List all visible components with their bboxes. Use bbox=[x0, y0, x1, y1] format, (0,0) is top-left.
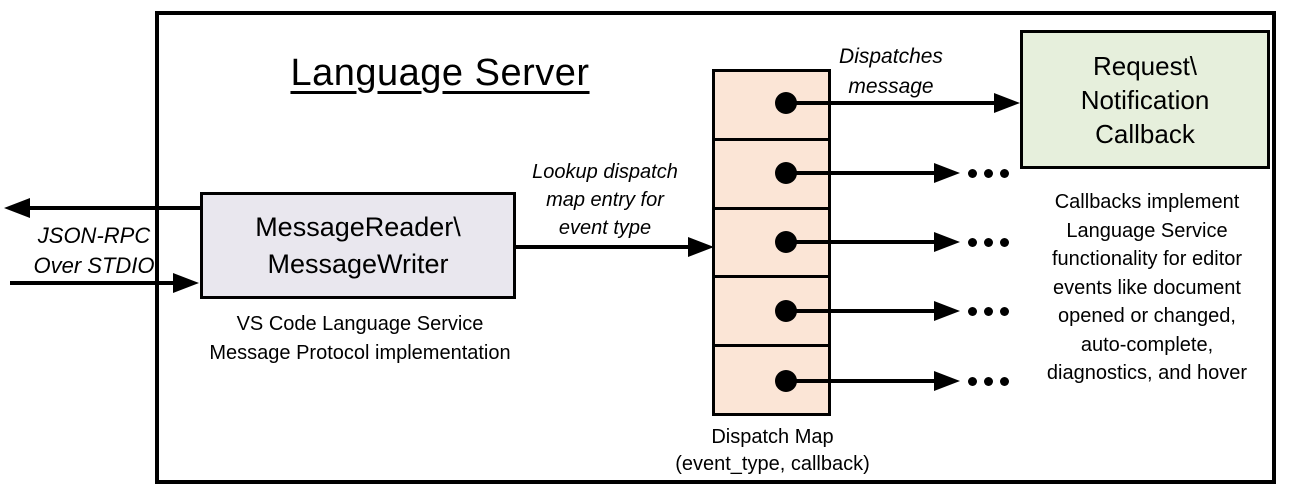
ellipsis-dot bbox=[968, 307, 977, 316]
callbacks-note: Callbacks implement Language Service fun… bbox=[1015, 188, 1279, 388]
dispatch-map-row-3 bbox=[715, 206, 828, 276]
lookup-label-line2: map entry for bbox=[546, 189, 664, 211]
dispatches-label-line2: message bbox=[848, 75, 934, 98]
ellipsis-dot bbox=[1000, 377, 1009, 386]
lookup-label-line3: event type bbox=[558, 217, 652, 239]
map-entry-dot-2 bbox=[775, 162, 797, 184]
lookup-arrow-line bbox=[516, 245, 690, 249]
message-reader-writer-box: MessageReader\ MessageWriter bbox=[200, 192, 516, 299]
ellipsis-dot bbox=[968, 377, 977, 386]
dispatch-map-row-4 bbox=[715, 275, 828, 344]
request-notification-callback-box: Request\ Notification Callback bbox=[1020, 30, 1270, 169]
lookup-label-line1: Lookup dispatch bbox=[532, 161, 678, 183]
json-rpc-label: JSON-RPC Over STDIO bbox=[18, 221, 170, 281]
json-rpc-label-line1: JSON-RPC bbox=[37, 223, 151, 248]
arrow-right-icon bbox=[934, 301, 960, 321]
ellipsis-dot bbox=[1000, 238, 1009, 247]
arrow-right-icon bbox=[934, 163, 960, 183]
callbacks-note-line7: diagnostics, and hover bbox=[1046, 362, 1248, 384]
dispatch-arrow-line-4 bbox=[786, 309, 936, 313]
dispatches-label: Dispatches message bbox=[830, 42, 952, 102]
json-rpc-label-line2: Over STDIO bbox=[33, 253, 155, 278]
callbacks-note-line4: events like document bbox=[1053, 276, 1241, 299]
dispatch-arrow-line-3 bbox=[786, 240, 936, 244]
callbacks-note-line3: functionality for editor bbox=[1051, 248, 1243, 270]
arrow-left-icon bbox=[4, 198, 30, 218]
dispatch-arrow-line-2 bbox=[786, 171, 936, 175]
ellipsis-dot bbox=[1000, 307, 1009, 316]
ellipsis-dot bbox=[984, 169, 993, 178]
message-writer-line: MessageWriter bbox=[267, 248, 449, 279]
map-entry-dot-5 bbox=[775, 370, 797, 392]
dispatch-arrow-line-1 bbox=[786, 101, 996, 105]
stdout-arrow-line bbox=[28, 206, 200, 210]
diagram-title: Language Server bbox=[290, 52, 590, 94]
callbacks-note-line5: opened or changed, bbox=[1058, 305, 1236, 327]
message-reader-line: MessageReader\ bbox=[255, 211, 461, 242]
dispatch-map-row-2 bbox=[715, 137, 828, 207]
arrow-right-icon bbox=[934, 232, 960, 252]
reader-caption: VS Code Language Service Message Protoco… bbox=[185, 310, 535, 368]
ellipsis-dot bbox=[984, 238, 993, 247]
ellipsis-dot bbox=[1000, 169, 1009, 178]
dispatch-map-caption-line2: (event_type, callback) bbox=[675, 453, 870, 475]
callback-box-line1: Request\ bbox=[1092, 50, 1198, 81]
callbacks-note-line6: auto-complete, bbox=[1080, 333, 1214, 356]
ellipsis-dot bbox=[984, 307, 993, 316]
map-entry-dot-1 bbox=[775, 92, 797, 114]
arrow-right-icon bbox=[934, 371, 960, 391]
ellipsis-dot bbox=[968, 169, 977, 178]
dispatch-map-row-5 bbox=[715, 344, 828, 413]
dispatch-arrow-line-5 bbox=[786, 379, 936, 383]
callback-box-line3: Callback bbox=[1095, 118, 1195, 149]
dispatch-map-caption-line1: Dispatch Map bbox=[711, 426, 834, 448]
stdin-arrow-line bbox=[10, 281, 174, 285]
arrow-right-icon bbox=[994, 93, 1020, 113]
lookup-label: Lookup dispatch map entry for event type bbox=[515, 158, 695, 242]
arrow-right-icon bbox=[688, 237, 714, 257]
callback-box-line2: Notification bbox=[1080, 84, 1210, 115]
callbacks-note-line2: Language Service bbox=[1066, 219, 1228, 242]
reader-caption-line1: VS Code Language Service bbox=[236, 313, 484, 335]
map-entry-dot-3 bbox=[775, 231, 797, 253]
ellipsis-dot bbox=[984, 377, 993, 386]
dispatches-label-line1: Dispatches bbox=[839, 45, 943, 68]
ellipsis-dot bbox=[968, 238, 977, 247]
reader-caption-line2: Message Protocol implementation bbox=[209, 342, 511, 364]
callbacks-note-line1: Callbacks implement bbox=[1054, 191, 1240, 213]
map-entry-dot-4 bbox=[775, 300, 797, 322]
dispatch-map-caption: Dispatch Map (event_type, callback) bbox=[645, 424, 900, 478]
arrow-right-icon bbox=[173, 273, 199, 293]
